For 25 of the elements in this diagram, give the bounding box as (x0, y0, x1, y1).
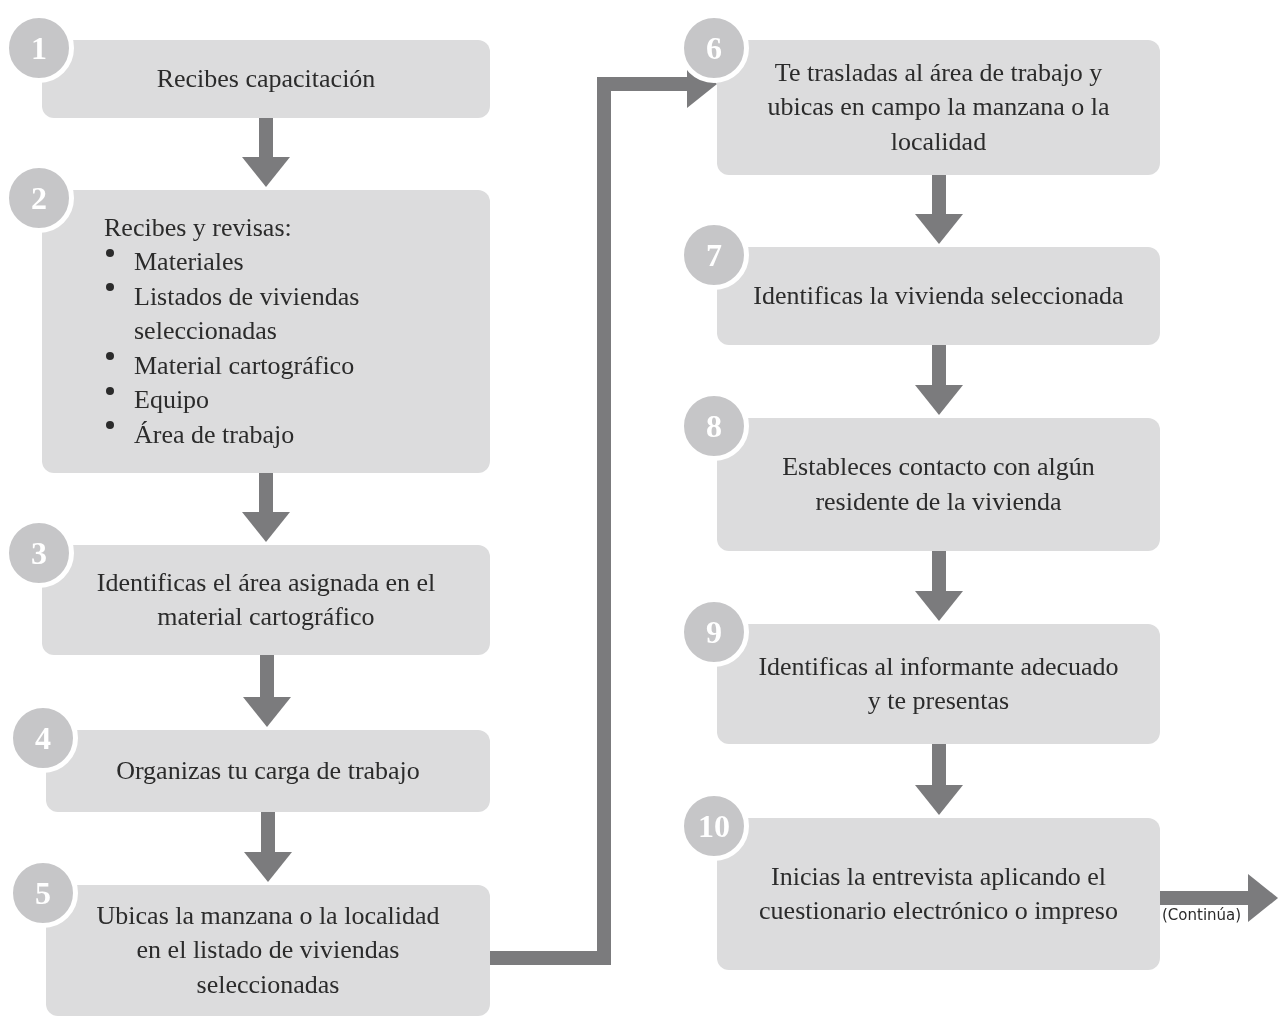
arrow (244, 812, 292, 882)
arrow (242, 118, 290, 187)
step-text: Te trasladas al área de trabajo y ubicas en campo la manzana o la localidad (766, 56, 1111, 158)
arrow (242, 473, 290, 542)
step-text: Recibes capacitación (156, 62, 376, 95)
arrow (915, 744, 963, 815)
step-text: Estableces contacto con algún residente de la vivienda (781, 451, 1096, 518)
step-text: Inicias la entrevista aplicando el cuestionario electrónico o impreso (758, 860, 1119, 927)
arrow (243, 655, 291, 727)
list-item: Listados de viviendas seleccionadas (134, 280, 361, 348)
step-text: Recibes y revisas: (104, 211, 292, 244)
edge-label: (Continúa) (1162, 906, 1242, 924)
arrow (1160, 874, 1278, 922)
step-text: Identificas el área asignada en el material cartográfico (95, 566, 437, 633)
arrow (915, 551, 963, 621)
step-text: Organizas tu carga de trabajo (116, 754, 420, 787)
list-item: Materiales (134, 246, 244, 279)
step-text: Identificas la vivienda seleccionada (753, 279, 1124, 312)
arrow (915, 345, 963, 415)
list-item: Equipo (134, 384, 210, 417)
step-text: Ubicas la manzana o la localidad en el listado de viviendas seleccionadas (95, 899, 441, 1001)
arrow (915, 175, 963, 244)
list-item: Material cartográfico (134, 349, 355, 382)
list-item: Área de trabajo (134, 418, 295, 451)
step-text: Identificas al informante adecuado y te presentas (757, 650, 1120, 717)
